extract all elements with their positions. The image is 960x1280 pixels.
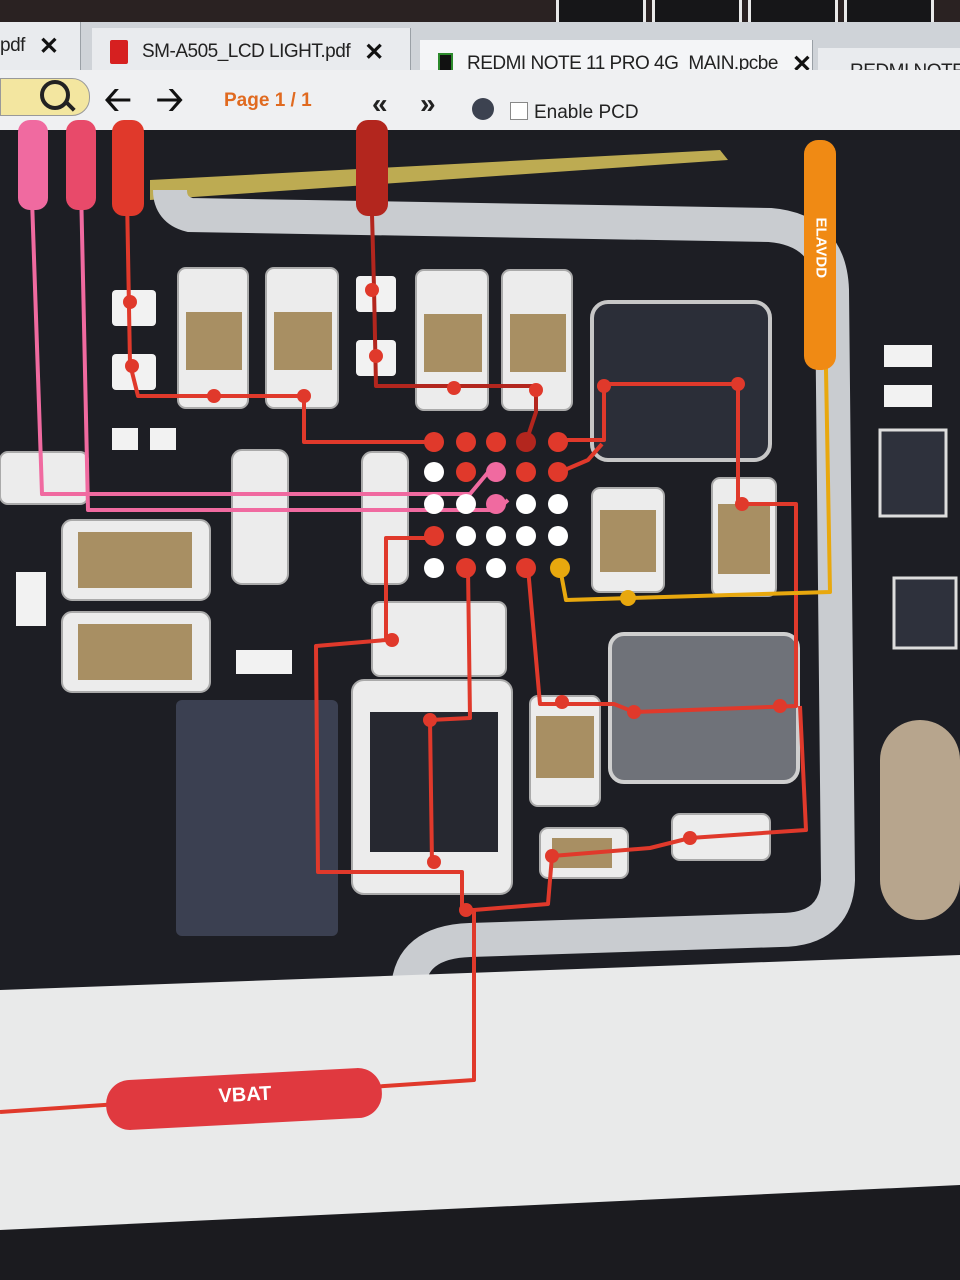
tab-label: SM-A505_LCD LIGHT.pdf — [142, 41, 351, 62]
back-arrow-icon[interactable]: 🡠 — [104, 81, 132, 119]
net-label-elavdd[interactable]: ELAVDD — [812, 217, 830, 279]
pdf-file-icon — [110, 40, 128, 64]
close-icon[interactable]: ✕ — [38, 32, 60, 60]
page-indicator: Page 1 / 1 — [224, 90, 312, 111]
close-icon[interactable]: ✕ — [364, 38, 385, 66]
tab-sm-a505[interactable]: SM-A505_LCD LIGHT.pdf ✕ — [92, 28, 411, 76]
bga-pad-grid — [424, 432, 570, 578]
tab-pdf[interactable]: pdf ✕ — [0, 22, 81, 70]
next-page-icon[interactable]: » — [420, 88, 436, 119]
tab-label: REDMI NOTE 11 PRO 4G_MAIN.pcbe — [466, 53, 778, 74]
tab-label: pdf — [0, 35, 25, 56]
search-icon[interactable] — [40, 80, 70, 110]
prev-page-icon[interactable]: « — [372, 88, 388, 119]
forward-arrow-icon[interactable]: 🡢 — [156, 81, 184, 119]
enable-pcd-checkbox[interactable] — [510, 102, 528, 120]
pcd-status-dot — [472, 98, 494, 120]
enable-pcd-label: Enable PCD — [534, 102, 639, 123]
